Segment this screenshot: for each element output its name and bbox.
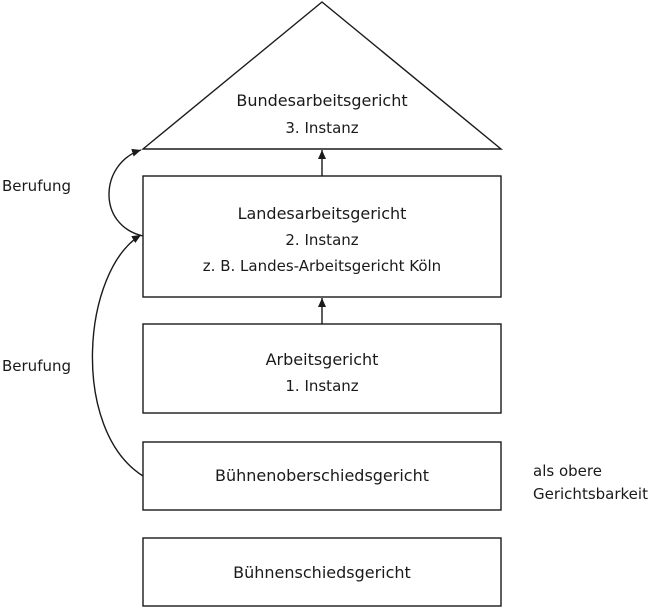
node-bundesarbeitsgericht: Bundesarbeitsgericht 3. Instanz	[141, 1, 503, 150]
arbeitsgericht-title: Arbeitsgericht	[266, 350, 379, 369]
landesarbeitsgericht-box	[142, 175, 502, 298]
berufung-arrow-lower	[91, 234, 144, 477]
buehnenschiedsgericht-title: Bühnenschiedsgericht	[233, 563, 411, 582]
buehnenoberschiedsgericht-title: Bühnenoberschiedsgericht	[215, 466, 429, 485]
node-arbeitsgericht: Arbeitsgericht 1. Instanz	[142, 323, 502, 414]
landesarbeitsgericht-subtitle: 2. Instanz	[285, 231, 358, 249]
berufung-label-lower: Berufung	[2, 357, 71, 375]
obere-gerichtsbarkeit-line2: Gerichtsbarkeit	[533, 485, 648, 503]
berufung-arrow-upper	[108, 148, 144, 237]
buehnenschiedsgericht-box	[142, 537, 502, 607]
berufung-label-upper: Berufung	[2, 177, 71, 195]
node-landesarbeitsgericht: Landesarbeitsgericht 2. Instanz z. B. La…	[142, 175, 502, 298]
node-buehnenschiedsgericht: Bühnenschiedsgericht	[142, 537, 502, 607]
node-buehnenoberschiedsgericht: Bühnenoberschiedsgericht	[142, 441, 502, 511]
landesarbeitsgericht-note: z. B. Landes-Arbeitsgericht Köln	[203, 257, 441, 275]
arbeitsgericht-subtitle: 1. Instanz	[285, 377, 358, 395]
roof-triangle	[141, 1, 503, 150]
obere-gerichtsbarkeit-line1: als obere	[533, 462, 602, 480]
bundesarbeitsgericht-subtitle: 3. Instanz	[285, 119, 358, 137]
bundesarbeitsgericht-title: Bundesarbeitsgericht	[236, 91, 407, 110]
landesarbeitsgericht-title: Landesarbeitsgericht	[238, 204, 407, 223]
